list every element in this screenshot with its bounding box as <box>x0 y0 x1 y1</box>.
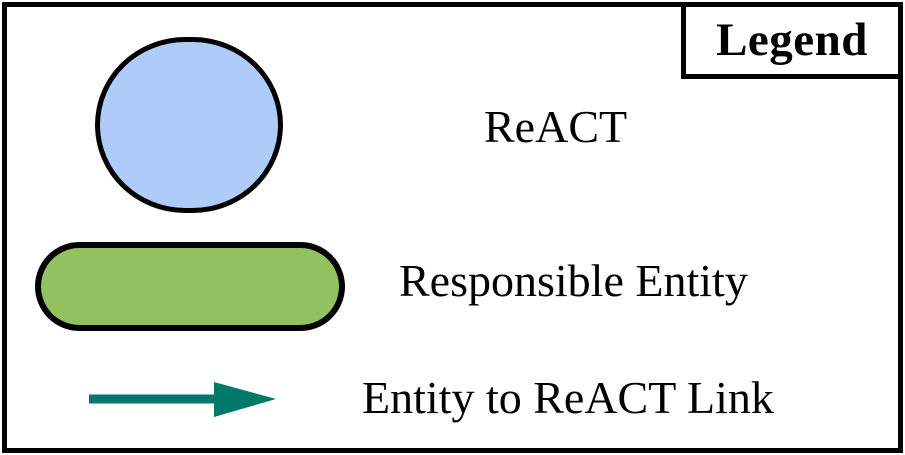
legend-label-entity-to-react-link: Entity to ReACT Link <box>362 372 774 423</box>
arrow-head <box>214 382 276 417</box>
responsible-entity-pill-icon <box>35 242 345 331</box>
entity-to-react-arrow-icon <box>86 376 281 422</box>
legend-title-text: Legend <box>716 14 868 66</box>
legend-title-box: Legend <box>681 2 903 79</box>
legend-label-react: ReACT <box>484 101 628 152</box>
react-node-ellipse-icon <box>95 37 283 213</box>
legend-label-responsible-entity: Responsible Entity <box>399 255 748 306</box>
arrow-svg <box>89 382 276 417</box>
